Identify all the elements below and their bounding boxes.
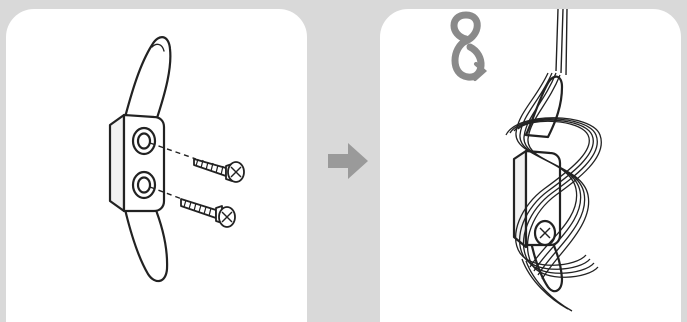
- step-1-panel: [6, 9, 307, 322]
- cleat-mounting-illustration: [108, 36, 245, 283]
- figure-eight-icon: [450, 11, 488, 81]
- cord-wrap-illustration: [450, 9, 602, 312]
- guide-line-top: [149, 142, 197, 160]
- right-arrow-icon: [328, 143, 368, 179]
- cleat-base: [524, 149, 562, 247]
- cleat-top-horn: [122, 36, 172, 123]
- screw-top: [193, 158, 245, 183]
- cord-wraps: [505, 72, 602, 312]
- cord-tail: [555, 9, 568, 76]
- screw-bottom: [180, 198, 236, 228]
- guide-line-bottom: [149, 186, 183, 200]
- cleat-bottom-horn: [122, 203, 169, 283]
- cleat-base-side: [108, 113, 126, 213]
- step-2-panel: [380, 9, 681, 322]
